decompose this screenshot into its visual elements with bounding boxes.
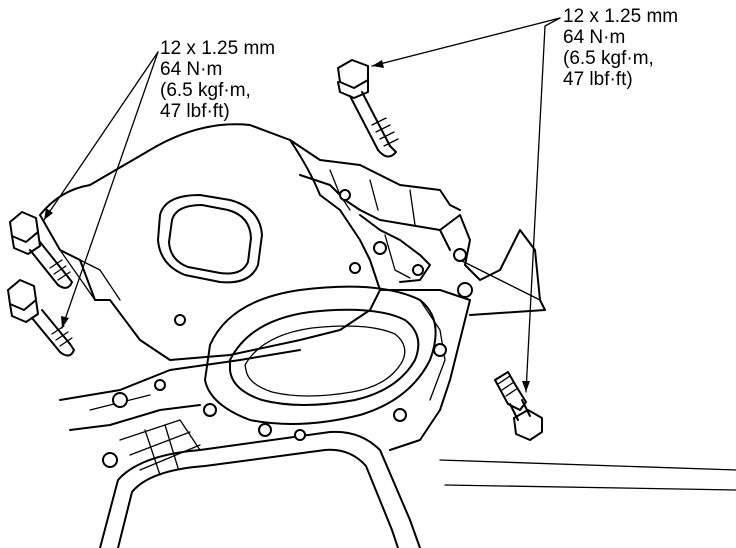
timing-cover bbox=[39, 123, 381, 361]
leader-lines-left bbox=[43, 51, 159, 329]
torque-callout-left: 12 x 1.25 mm 64 N·m (6.5 kgf·m, 47 lbf·f… bbox=[160, 38, 275, 122]
bolt-upper-center bbox=[337, 59, 399, 158]
oil-pan bbox=[99, 430, 736, 548]
torque-kgfm-text: (6.5 kgf·m, bbox=[563, 48, 654, 69]
bolt-left-lower bbox=[7, 279, 75, 357]
torque-lbfft-text: 47 lbf·ft) bbox=[160, 101, 230, 122]
torque-kgfm-text: (6.5 kgf·m, bbox=[160, 80, 251, 101]
torque-nm-text: 64 N·m bbox=[563, 27, 626, 48]
bolt-size-text: 12 x 1.25 mm bbox=[160, 38, 276, 59]
engine-block bbox=[289, 139, 546, 316]
oil-seal-housing bbox=[203, 214, 471, 451]
torque-callout-right: 12 x 1.25 mm 64 N·m (6.5 kgf·m, 47 lbf·f… bbox=[563, 6, 678, 90]
lower-crankcase bbox=[59, 349, 301, 476]
leader-lines-right bbox=[371, 17, 561, 393]
bolt-right-lower bbox=[494, 371, 543, 441]
torque-nm-text: 64 N·m bbox=[160, 59, 223, 80]
torque-lbfft-text: 47 lbf·ft) bbox=[563, 69, 633, 90]
bolt-size-text: 12 x 1.25 mm bbox=[563, 6, 679, 27]
bolt-left-upper bbox=[9, 211, 73, 289]
